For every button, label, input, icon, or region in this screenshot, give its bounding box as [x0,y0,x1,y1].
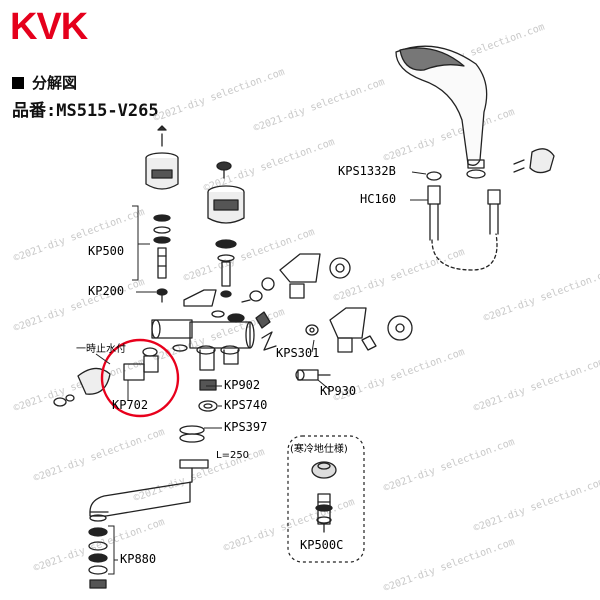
label-length: L=250 [216,450,250,461]
section-title: 分解図 [12,72,77,93]
label-kp500: KP500 [88,244,125,258]
square-bullet-icon [12,77,24,89]
faucet-body [151,289,255,371]
label-kp880: KP880 [120,552,157,566]
spout-parts [88,425,209,589]
label-kps301: KPS301 [276,346,320,360]
leader-lines [95,171,428,575]
right-valve-parts [241,253,413,381]
middle-small-parts [198,379,218,412]
label-kps1332b: KPS1332B [338,164,396,178]
label-temp-stop: 一時止水付 [76,344,126,355]
model-number: 品番:MS515-V265 [12,101,159,121]
label-kp702: KP702 [112,398,149,412]
label-cold-spec: (寒冷地仕様) [290,444,348,455]
left-handle-parts [145,125,179,303]
label-kp500c: KP500C [300,538,344,552]
cold-spec-box [287,435,365,563]
label-hc160: HC160 [360,192,397,206]
section-title-text: 分解図 [32,74,78,92]
label-kps397: KPS397 [224,420,268,434]
label-kp200: KP200 [88,284,125,298]
highlight-circle [100,338,180,418]
label-kp930: KP930 [320,384,357,398]
kp500c-parts [311,461,337,533]
label-kp902: KP902 [224,378,261,392]
label-kps740: KPS740 [224,398,268,412]
middle-handle-parts [207,161,245,298]
brand-logo: KVK [10,6,88,48]
shower-head-parts [395,45,555,271]
